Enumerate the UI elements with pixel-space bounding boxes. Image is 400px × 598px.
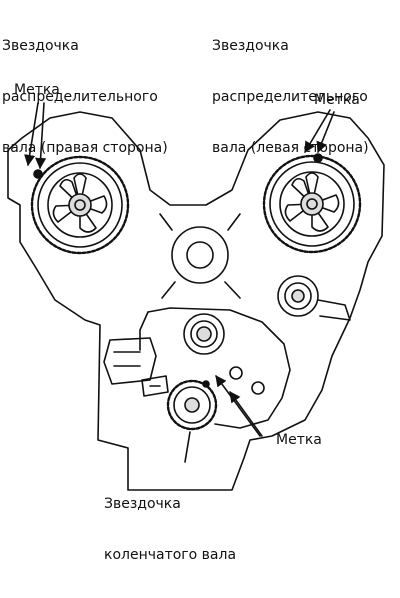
timing-belt-diagram: Звездочка распределительного вала (права… bbox=[2, 38, 385, 563]
camshaft-sprocket-left-drawing bbox=[262, 153, 362, 254]
camshaft-sprocket-right-drawing bbox=[30, 155, 130, 255]
label-camshaft-sprocket-right: Звездочка распределительного вала (права… bbox=[2, 38, 168, 156]
mark-left-arrow bbox=[316, 111, 335, 154]
engine-block-outline bbox=[7, 111, 385, 491]
label-mark-right: Метка bbox=[14, 82, 60, 98]
label-camshaft-sprocket-left: Звездочка распределительного вала (левая… bbox=[212, 38, 369, 156]
crankshaft-sprocket-drawing bbox=[166, 379, 218, 431]
mark-right-arrow bbox=[24, 102, 39, 167]
label-crankshaft-sprocket: Звездочка коленчатого вала bbox=[104, 496, 237, 563]
bolt-drawing bbox=[229, 366, 243, 380]
oil-pump-drawing bbox=[103, 337, 157, 385]
center-boss-drawing bbox=[159, 213, 241, 299]
tensioner-pulley-drawing bbox=[277, 275, 351, 321]
label-mark-crank: Метка bbox=[276, 432, 322, 448]
idler-pulley-drawing bbox=[183, 313, 225, 355]
sensor-drawing bbox=[141, 375, 169, 397]
bolt-drawing bbox=[251, 381, 265, 395]
mark-crank-arrow bbox=[215, 375, 261, 437]
engine-front-drawing bbox=[7, 102, 385, 491]
label-mark-left: Метка bbox=[314, 92, 360, 108]
mark-crank-arrow bbox=[229, 391, 263, 437]
mark-left-arrow bbox=[304, 109, 331, 153]
crankshaft-leader-line bbox=[184, 431, 191, 463]
mark-right-arrow bbox=[35, 102, 47, 170]
